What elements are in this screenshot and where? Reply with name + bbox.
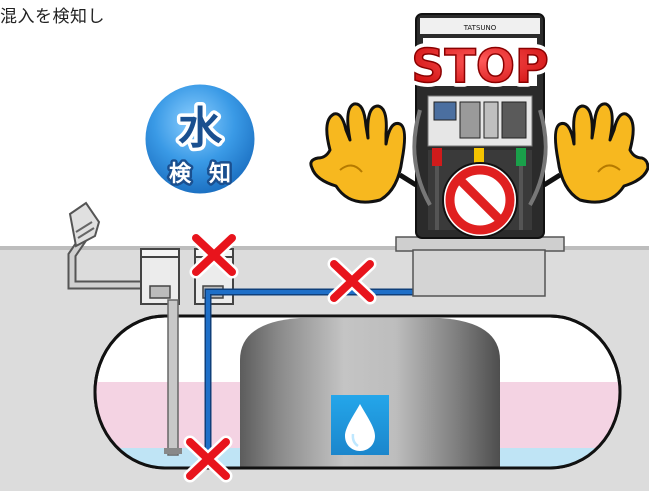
tank-band bbox=[240, 318, 500, 467]
underground-tank bbox=[93, 314, 622, 470]
cross-mark-icon bbox=[327, 257, 377, 305]
caption-text: 混入を検知し bbox=[0, 7, 105, 27]
badge-sub2-outline: 知 bbox=[209, 161, 231, 187]
prohibited-icon bbox=[442, 162, 518, 238]
nozzle-green bbox=[516, 148, 526, 230]
nozzle-red bbox=[432, 148, 442, 230]
vent-pipe bbox=[67, 201, 140, 290]
pump-brand: TATSUNO bbox=[463, 24, 497, 32]
hand-left-icon bbox=[309, 102, 418, 204]
cross-mark-icon bbox=[183, 435, 233, 483]
water-drop-icon bbox=[331, 395, 389, 455]
fill-box-left bbox=[140, 248, 180, 305]
badge-main-text: 水 bbox=[178, 103, 223, 154]
dispenser-base bbox=[395, 236, 565, 297]
hand-right-icon bbox=[542, 102, 649, 204]
badge-sub1-text: 検 bbox=[169, 162, 192, 187]
badge-sub2-text: 知 bbox=[209, 161, 231, 187]
stop-text-outline: STOP bbox=[411, 39, 548, 93]
stop-text: STOP bbox=[411, 39, 548, 93]
water-detection-badge: 水 水 検 検 知 知 bbox=[142, 81, 258, 197]
badge-sub1-outline: 検 bbox=[169, 162, 192, 187]
badge-main-outline: 水 bbox=[178, 103, 223, 154]
stop-sign: STOP STOP bbox=[407, 35, 553, 98]
gray-fill-pipe bbox=[164, 299, 182, 456]
cross-mark-icon bbox=[189, 231, 239, 279]
